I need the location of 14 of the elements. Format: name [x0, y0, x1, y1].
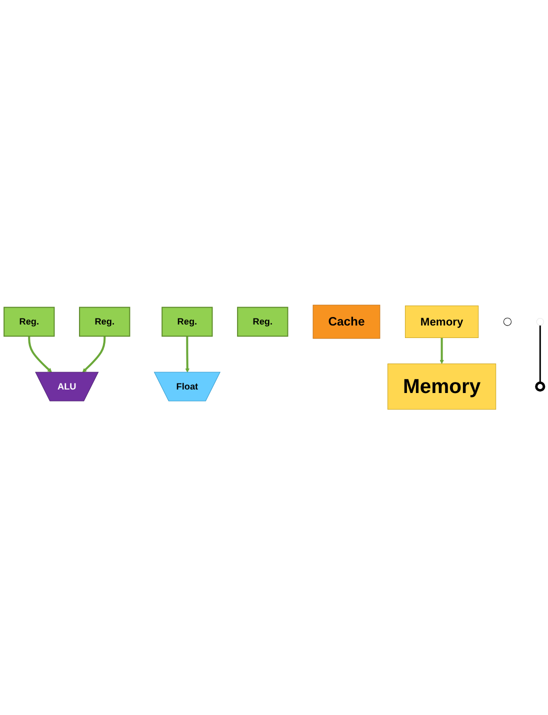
node-box: Reg. [4, 307, 55, 337]
node-box: Memory [388, 364, 496, 410]
node-box: Reg. [79, 307, 130, 337]
arrow [28, 336, 52, 373]
connector [539, 326, 541, 384]
node-circle [535, 382, 546, 392]
arrow [185, 336, 190, 373]
node-box: Memory [404, 306, 479, 338]
node-circle [503, 318, 512, 326]
arrow [82, 336, 106, 373]
node-box: Cache [312, 305, 380, 340]
arrow [440, 338, 444, 364]
node-box: Reg. [237, 307, 288, 337]
node-box: Reg. [162, 307, 213, 337]
